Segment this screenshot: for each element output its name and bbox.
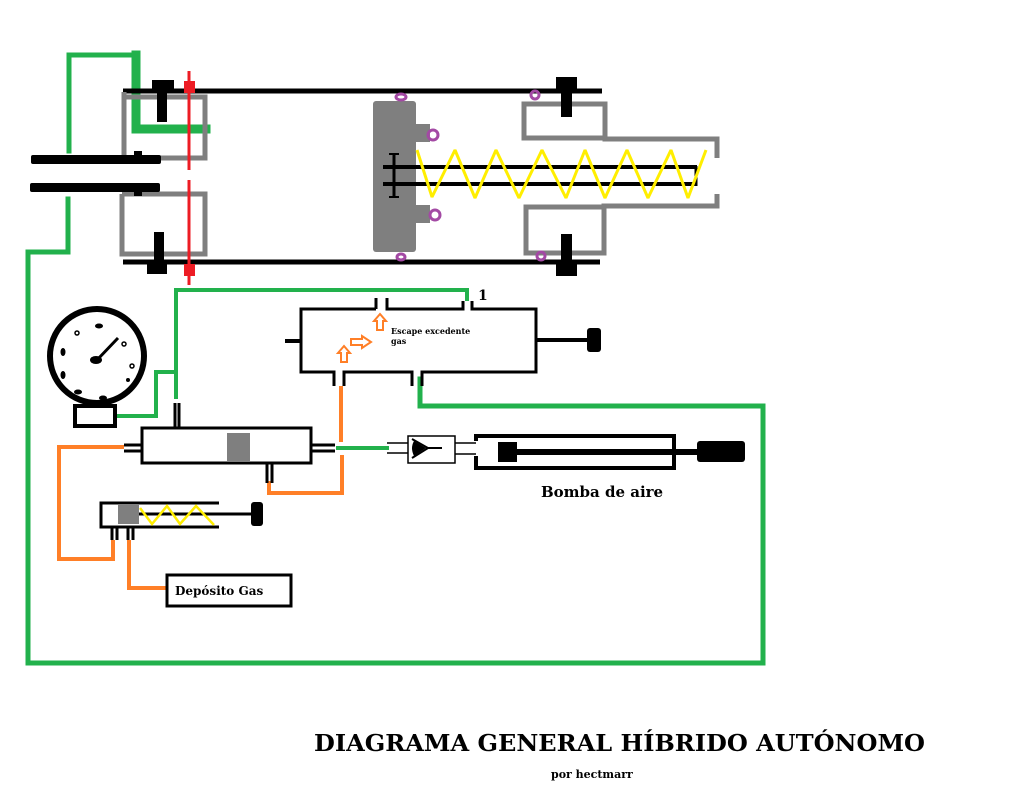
regulator-handle: [251, 502, 263, 526]
seal-housing-top: [529, 89, 541, 101]
regulator: [99, 501, 263, 540]
seal-housing-bottom: [535, 250, 547, 262]
red-marker: [184, 71, 195, 285]
regulator-piston: [118, 505, 139, 524]
gas-line-left: [57, 445, 124, 561]
right-housing-upper: [521, 101, 720, 158]
bolt-top-right-stem: [561, 89, 572, 117]
gauge-base: [73, 404, 117, 428]
air-pump-label: Bomba de aire: [541, 483, 663, 501]
air-lines: [25, 50, 766, 666]
escape-valve-body: [299, 307, 376, 386]
control-valve-body: [140, 426, 313, 465]
pressure-gauge: [47, 306, 147, 428]
red-marker-top: [184, 81, 195, 93]
gas-line-control-bottom: [267, 455, 344, 495]
seal-piston-top: [394, 92, 408, 102]
seal-piston-lower-lug: [428, 208, 442, 222]
seal-piston-bottom: [395, 252, 407, 262]
intake-pipe-tab-lower: [134, 190, 142, 196]
regulator-spring: [139, 503, 215, 527]
gauge-hub: [90, 356, 102, 364]
air-line-port1: [174, 288, 469, 399]
main-cylinder: [30, 71, 720, 285]
head-upper-block: [121, 92, 208, 161]
spring: [415, 149, 708, 199]
excess-gas-valve: 1 Escape excedente gas: [285, 288, 601, 386]
air-pump: Bomba de aire: [474, 434, 745, 501]
gauge-dial: [47, 306, 147, 406]
piston-lower-lug: [414, 205, 430, 223]
seal-piston-upper-lug: [426, 128, 440, 142]
bolt-bottom-right-stem: [561, 234, 572, 262]
escape-label-line2: gas: [391, 336, 407, 346]
gauge-ticks: [60, 323, 135, 401]
diagram-author: por hectmarr: [551, 768, 633, 781]
right-housing-lower: [523, 194, 720, 256]
piston: [373, 101, 430, 252]
arrow-right: [350, 334, 373, 350]
gas-tank-box: [165, 573, 293, 608]
intake-pipe-tab-upper: [134, 151, 142, 157]
gauge-needle: [95, 336, 120, 362]
seals: [394, 89, 547, 262]
air-line-head-inlet-thick: [131, 50, 211, 134]
escape-valve-handle: [587, 328, 601, 352]
head-lower-block: [119, 191, 208, 257]
bolt-bottom-left-stem: [154, 232, 164, 268]
bolt-bottom-left-head: [147, 264, 167, 274]
arrow-up-top: [371, 312, 389, 331]
intake-pipe-lower: [30, 183, 160, 192]
red-marker-bottom: [184, 264, 195, 276]
air-pump-handle: [697, 441, 745, 462]
arrow-up-bottom: [335, 344, 353, 363]
flow-arrows: [335, 312, 389, 363]
diagram-title: DIAGRAMA GENERAL HÍBRIDO AUTÓNOMO: [314, 730, 925, 757]
control-valve-spool: [227, 433, 250, 461]
bolt-top-left-head: [152, 80, 174, 89]
port-number-label: 1: [478, 288, 488, 304]
bolt-bottom-right-head: [556, 261, 577, 276]
air-line-outer-loop: [25, 196, 766, 666]
gas-tank-label: Depósito Gas: [175, 584, 263, 598]
gas-lines: [57, 386, 344, 590]
regulator-body: [99, 501, 219, 529]
air-pump-piston: [498, 442, 517, 462]
bolt-top-left-stem: [157, 88, 167, 122]
control-valve: [124, 403, 335, 483]
check-valve-symbol: [412, 441, 426, 456]
piston-upper-lug: [414, 124, 430, 142]
gas-line-tank: [127, 540, 166, 590]
escape-label-line1: Escape excedente: [391, 326, 470, 336]
check-valve: [387, 435, 476, 464]
gas-tank: Depósito Gas: [165, 573, 293, 608]
bolt-top-right-head: [556, 77, 577, 90]
air-line-gauge: [115, 370, 178, 418]
intake-pipe-upper: [31, 155, 161, 164]
